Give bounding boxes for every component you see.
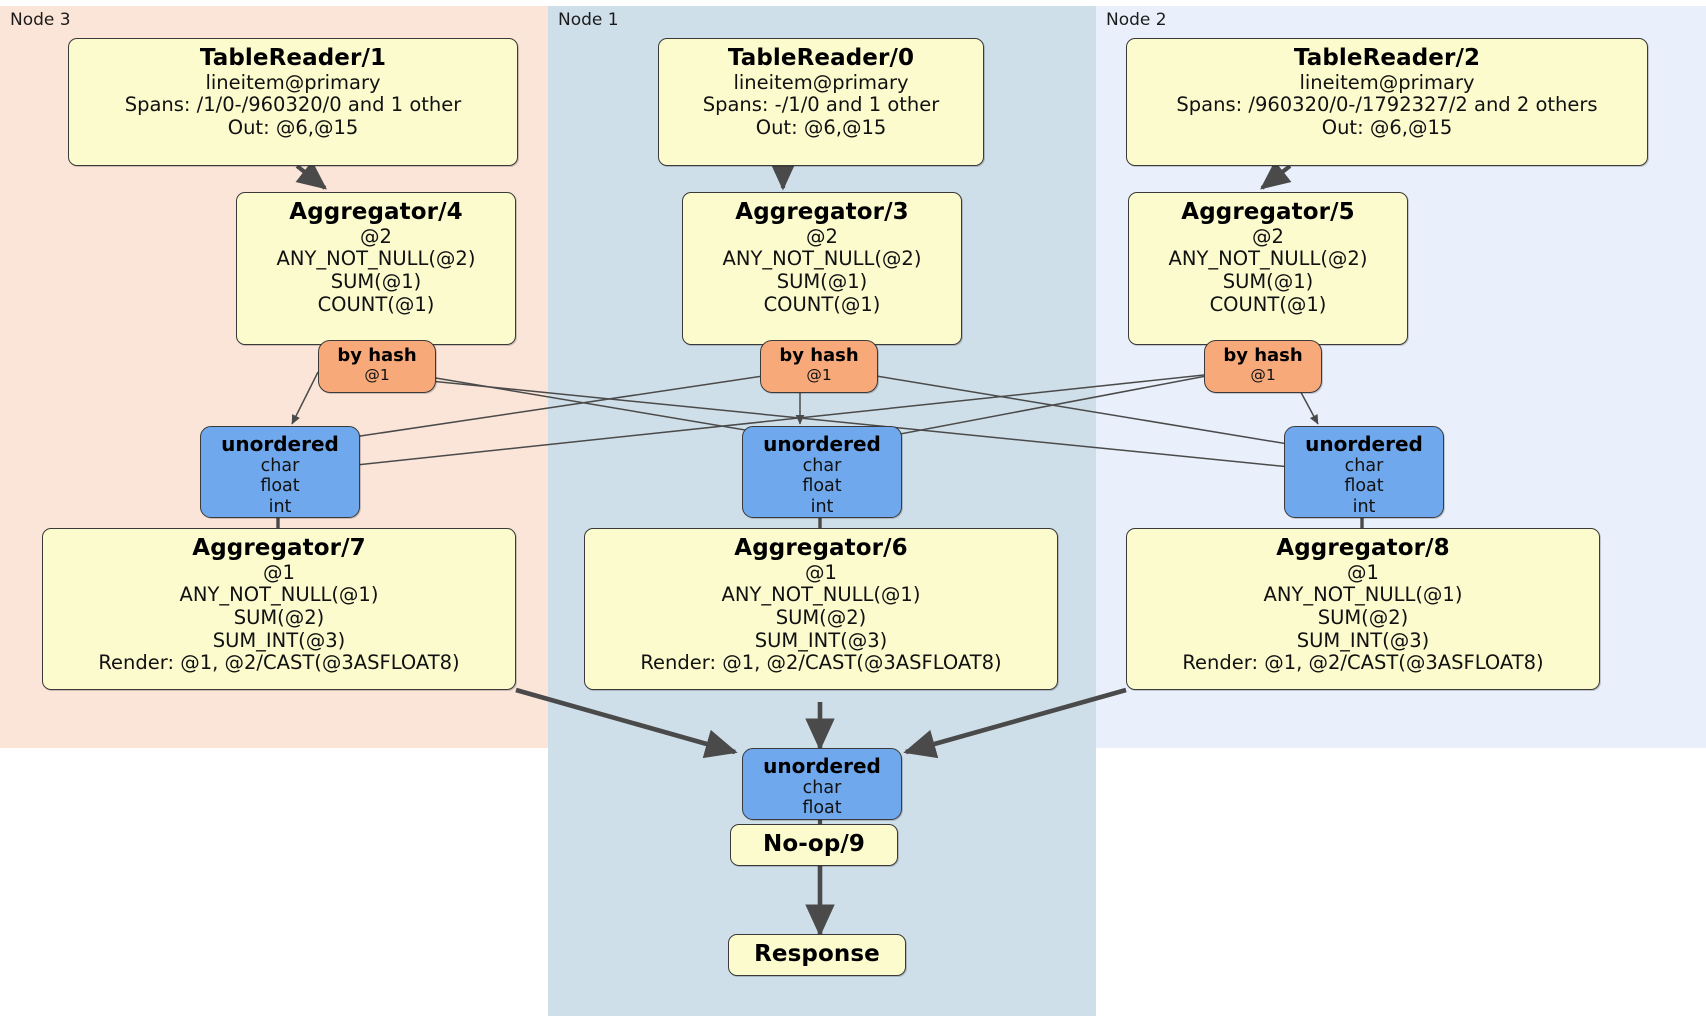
sync-title: unordered (763, 754, 881, 778)
output-router-by-hash[interactable]: by hash @1 (1204, 340, 1322, 393)
node-agg-fn: ANY_NOT_NULL(@1) (1263, 583, 1463, 607)
node-agg-fn: COUNT(@1) (317, 292, 435, 316)
node-title: Aggregator/7 (192, 535, 366, 561)
router-title: by hash (337, 345, 417, 366)
node-render: Render: @1, @2/CAST(@3ASFLOAT8) (98, 651, 460, 675)
node-table: lineitem@primary (205, 70, 381, 94)
node-title: No-op/9 (763, 831, 865, 857)
aggregator-node[interactable]: Aggregator/6 @1 ANY_NOT_NULL(@1) SUM(@2)… (584, 528, 1058, 690)
node-out: Out: @6,@15 (755, 115, 887, 139)
node-agg-fn: SUM(@2) (1317, 605, 1409, 629)
sync-title: unordered (221, 432, 339, 456)
node-title: Aggregator/6 (734, 535, 908, 561)
node-agg-fn: SUM_INT(@3) (1296, 628, 1430, 652)
node-title: TableReader/0 (727, 45, 915, 71)
node-agg-fn: ANY_NOT_NULL(@1) (179, 583, 379, 607)
aggregator-node[interactable]: Aggregator/3 @2 ANY_NOT_NULL(@2) SUM(@1)… (682, 192, 962, 345)
router-title: by hash (779, 345, 859, 366)
sync-type: int (268, 496, 292, 517)
node-agg-fn: ANY_NOT_NULL(@2) (722, 247, 922, 271)
router-column: @1 (1250, 365, 1276, 384)
sync-type: float (1344, 476, 1384, 497)
node-agg-fn: SUM(@1) (1222, 269, 1314, 293)
node-out: Out: @6,@15 (227, 115, 359, 139)
node-group-cols: @2 (1252, 224, 1284, 248)
input-synchronizer-unordered[interactable]: unordered char float int (742, 426, 902, 518)
node-panel-label: Node 1 (558, 10, 619, 30)
router-title: by hash (1223, 345, 1303, 366)
node-panel-label: Node 2 (1106, 10, 1167, 30)
sync-type: char (802, 456, 842, 477)
sync-title: unordered (1305, 432, 1423, 456)
node-title: Aggregator/3 (735, 199, 909, 225)
node-title: Response (754, 941, 880, 967)
node-spans: Spans: /1/0-/960320/0 and 1 other (124, 93, 462, 117)
response-node[interactable]: Response (728, 934, 906, 976)
node-group-cols: @1 (263, 560, 295, 584)
node-group-cols: @2 (806, 224, 838, 248)
node-group-cols: @2 (360, 224, 392, 248)
node-spans: Spans: /960320/0-/1792327/2 and 2 others (1176, 93, 1598, 117)
table-reader-node[interactable]: TableReader/1 lineitem@primary Spans: /1… (68, 38, 518, 166)
node-table: lineitem@primary (1299, 70, 1475, 94)
node-agg-fn: COUNT(@1) (1209, 292, 1327, 316)
output-router-by-hash[interactable]: by hash @1 (318, 340, 436, 393)
node-agg-fn: COUNT(@1) (763, 292, 881, 316)
node-group-cols: @1 (805, 560, 837, 584)
input-synchronizer-unordered[interactable]: unordered char float int (200, 426, 360, 518)
noop-node[interactable]: No-op/9 (730, 824, 898, 866)
sync-type: float (802, 476, 842, 497)
node-render: Render: @1, @2/CAST(@3ASFLOAT8) (1182, 651, 1544, 675)
aggregator-node[interactable]: Aggregator/5 @2 ANY_NOT_NULL(@2) SUM(@1)… (1128, 192, 1408, 345)
sync-type: char (802, 778, 842, 799)
node-agg-fn: SUM(@1) (776, 269, 868, 293)
node-title: Aggregator/5 (1181, 199, 1355, 225)
node-spans: Spans: -/1/0 and 1 other (702, 93, 940, 117)
node-group-cols: @1 (1347, 560, 1379, 584)
sync-type: float (260, 476, 300, 497)
sync-type: char (260, 456, 300, 477)
node-out: Out: @6,@15 (1321, 115, 1453, 139)
node-agg-fn: ANY_NOT_NULL(@2) (1168, 247, 1368, 271)
node-agg-fn: SUM(@2) (775, 605, 867, 629)
aggregator-node[interactable]: Aggregator/4 @2 ANY_NOT_NULL(@2) SUM(@1)… (236, 192, 516, 345)
sync-type: char (1344, 456, 1384, 477)
node-title: TableReader/2 (1293, 45, 1481, 71)
table-reader-node[interactable]: TableReader/2 lineitem@primary Spans: /9… (1126, 38, 1648, 166)
sync-type: float (802, 798, 842, 819)
node-agg-fn: SUM(@2) (233, 605, 325, 629)
node-agg-fn: SUM(@1) (330, 269, 422, 293)
router-column: @1 (806, 365, 832, 384)
node-title: Aggregator/8 (1276, 535, 1450, 561)
node-agg-fn: ANY_NOT_NULL(@1) (721, 583, 921, 607)
sync-title: unordered (763, 432, 881, 456)
input-synchronizer-unordered[interactable]: unordered char float int (1284, 426, 1444, 518)
node-render: Render: @1, @2/CAST(@3ASFLOAT8) (640, 651, 1002, 675)
node-title: Aggregator/4 (289, 199, 463, 225)
node-agg-fn: SUM_INT(@3) (212, 628, 346, 652)
node-agg-fn: ANY_NOT_NULL(@2) (276, 247, 476, 271)
node-title: TableReader/1 (199, 45, 387, 71)
node-agg-fn: SUM_INT(@3) (754, 628, 888, 652)
final-input-synchronizer-unordered[interactable]: unordered char float (742, 748, 902, 820)
aggregator-node[interactable]: Aggregator/8 @1 ANY_NOT_NULL(@1) SUM(@2)… (1126, 528, 1600, 690)
router-column: @1 (364, 365, 390, 384)
output-router-by-hash[interactable]: by hash @1 (760, 340, 878, 393)
node-panel-label: Node 3 (10, 10, 71, 30)
node-table: lineitem@primary (733, 70, 909, 94)
aggregator-node[interactable]: Aggregator/7 @1 ANY_NOT_NULL(@1) SUM(@2)… (42, 528, 516, 690)
sync-type: int (810, 496, 834, 517)
sync-type: int (1352, 496, 1376, 517)
table-reader-node[interactable]: TableReader/0 lineitem@primary Spans: -/… (658, 38, 984, 166)
